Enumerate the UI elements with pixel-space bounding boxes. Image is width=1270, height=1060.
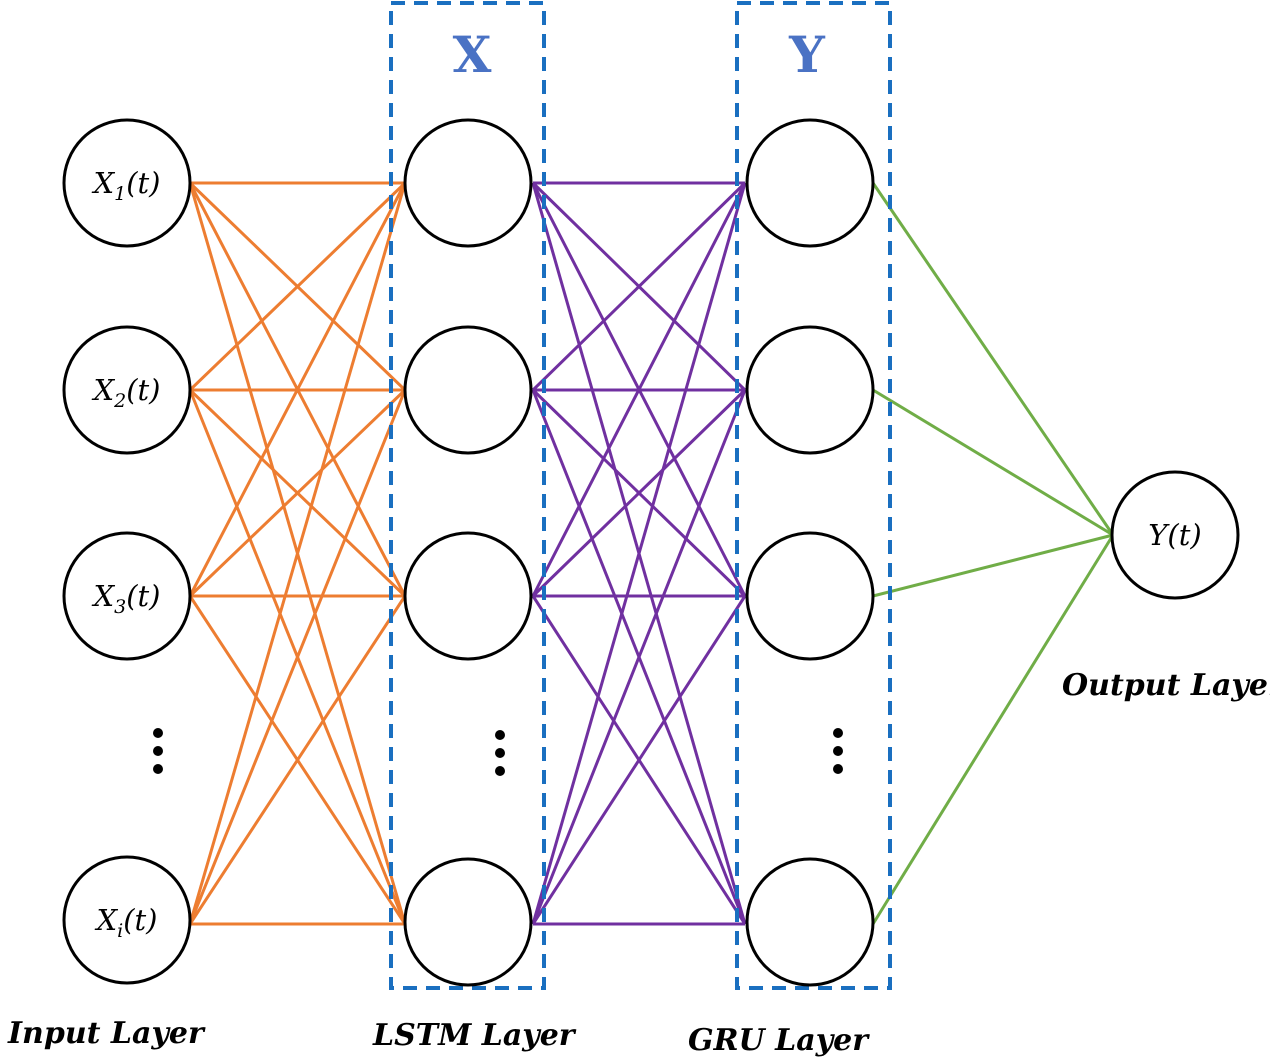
ellipsis-dot [833, 728, 843, 738]
ellipsis-dot [495, 730, 505, 740]
input-node-label: X3(t) [91, 579, 160, 618]
gru-to-output-connections [871, 182, 1115, 925]
input-node [62, 325, 192, 455]
lstm-node [403, 118, 533, 248]
output-node-label: Y(t) [1148, 518, 1201, 552]
lstm-gru-edge [531, 182, 747, 925]
gru-node [745, 118, 875, 248]
gru-node [745, 531, 875, 661]
ellipsis-dot [833, 746, 843, 756]
gru-output-edge [872, 533, 1114, 598]
gru-output-edge [871, 534, 1115, 925]
gru-node [745, 857, 875, 987]
gru-node [745, 325, 875, 455]
lstm-layer [403, 118, 533, 987]
lstm-node [403, 531, 533, 661]
gru-output-edge [871, 182, 1115, 536]
input-node-label: X2(t) [91, 373, 160, 412]
lstm-box [389, 1, 546, 990]
ellipsis-dot [153, 728, 163, 738]
input-lstm-edge [188, 181, 407, 392]
lstm-layer-label: LSTM Layer [372, 1018, 577, 1053]
ellipsis-dot [153, 764, 163, 774]
output-layer: Y(t) [1110, 470, 1240, 600]
input-layer-label: Input Layer [7, 1016, 206, 1051]
input-node-label: X1(t) [91, 166, 160, 205]
input-node [62, 118, 192, 248]
ellipsis-dot [833, 764, 843, 774]
gru-layer-label: GRU Layer [688, 1023, 870, 1058]
lstm-gru-edge [531, 388, 747, 598]
input-lstm-edge [188, 182, 407, 925]
lstm-gru-edge [531, 389, 747, 925]
lstm-gru-edge [531, 182, 747, 597]
input-layer: X1(t) X2(t) X3(t) Xi(t) [62, 118, 192, 985]
ellipsis-dot [495, 748, 505, 758]
input-node [62, 531, 192, 661]
lstm-to-gru-connections [531, 181, 747, 926]
lstm-node [403, 857, 533, 987]
lstm-gru-edge [531, 181, 747, 392]
input-lstm-edge [188, 595, 407, 925]
input-node-label: Xi(t) [94, 903, 157, 942]
input-lstm-edge [188, 182, 407, 597]
gru-box-label: Y [788, 25, 826, 84]
input-to-lstm-connections [188, 181, 407, 926]
lstm-gru-edge [531, 595, 747, 925]
output-layer-label: Output Layer [1062, 668, 1270, 703]
ellipsis-dot [153, 746, 163, 756]
input-lstm-edge [188, 389, 407, 925]
input-node [62, 855, 192, 985]
gru-layer [745, 118, 875, 987]
output-node [1110, 470, 1240, 600]
gru-output-edge [872, 388, 1114, 537]
lstm-node [403, 325, 533, 455]
input-lstm-edge [188, 388, 407, 598]
lstm-box-label: X [453, 25, 492, 84]
ellipsis-dot [495, 766, 505, 776]
gru-box [735, 1, 892, 990]
